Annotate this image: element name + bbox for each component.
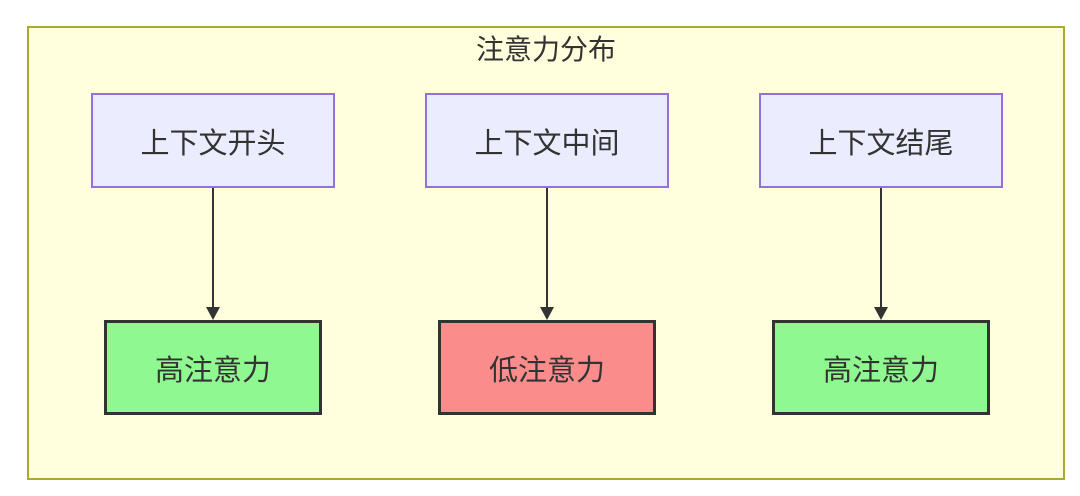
arrowhead-down-icon bbox=[206, 307, 220, 320]
node-low-attention-middle-label: 低注意力 bbox=[488, 354, 605, 387]
down-arrow-middle bbox=[540, 188, 554, 320]
node-high-attention-start: 高注意力 bbox=[104, 320, 322, 415]
arrow-line bbox=[212, 188, 214, 307]
diagram-title: 注意力分布 bbox=[475, 34, 616, 65]
node-context-middle-label: 上下文中间 bbox=[474, 127, 620, 160]
arrowhead-down-icon bbox=[540, 307, 554, 320]
node-high-attention-end-label: 高注意力 bbox=[822, 354, 939, 387]
node-context-end-label: 上下文结尾 bbox=[808, 127, 954, 160]
node-high-attention-start-label: 高注意力 bbox=[154, 354, 271, 387]
diagram-column-context-end: 上下文结尾 高注意力 bbox=[757, 93, 1005, 415]
diagram-column-context-start: 上下文开头 高注意力 bbox=[89, 93, 337, 415]
arrowhead-down-icon bbox=[874, 307, 888, 320]
diagram-column-context-middle: 上下文中间 低注意力 bbox=[423, 93, 671, 415]
node-context-end: 上下文结尾 bbox=[759, 93, 1003, 188]
down-arrow-end bbox=[874, 188, 888, 320]
node-context-middle: 上下文中间 bbox=[425, 93, 669, 188]
arrow-line bbox=[880, 188, 882, 307]
node-context-start-label: 上下文开头 bbox=[140, 127, 286, 160]
node-low-attention-middle: 低注意力 bbox=[438, 320, 656, 415]
node-high-attention-end: 高注意力 bbox=[772, 320, 990, 415]
node-context-start: 上下文开头 bbox=[91, 93, 335, 188]
arrow-line bbox=[546, 188, 548, 307]
down-arrow-start bbox=[206, 188, 220, 320]
attention-distribution-diagram: 注意力分布 上下文开头 高注意力 上下文中间 低注意力 上下文结尾 bbox=[27, 26, 1065, 480]
